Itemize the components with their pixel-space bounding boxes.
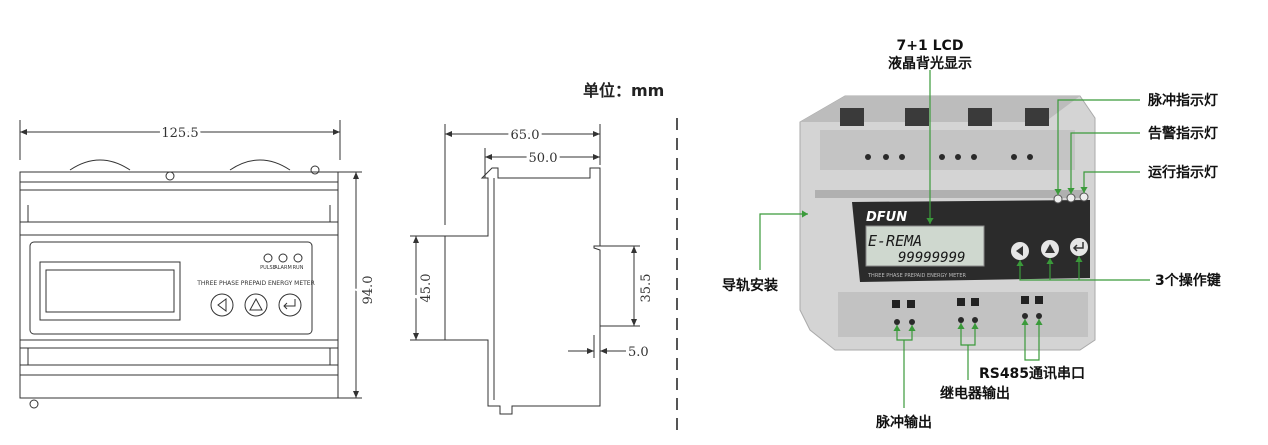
callout-rs485: RS485通讯串口 (979, 365, 1085, 382)
depth-inner-label: 50.0 (529, 151, 558, 166)
callout-keys-line-left (1016, 260, 1150, 281)
photo-key-enter (1070, 238, 1088, 256)
meter-top (800, 96, 1080, 122)
offset-label: 5.0 (628, 345, 649, 360)
callout-rs485-line (1021, 319, 1043, 361)
front-led-run (293, 253, 303, 263)
side-profile (444, 167, 601, 415)
photo-led-run (1079, 192, 1089, 202)
front-body (19, 171, 339, 399)
callout-pulse-out: 脉冲输出 (875, 414, 932, 431)
lcd-line2: 99999999 (898, 250, 965, 266)
upper-terminal-holes (865, 154, 1033, 160)
callout-lcd-title: 7+1 LCD (897, 38, 964, 54)
front-meter-caption: THREE PHASE PREPAID ENERGY METER (196, 280, 315, 287)
top-screw-right (310, 165, 320, 175)
front-lcd-window (39, 261, 181, 321)
photo-caption: THREE PHASE PREPAID ENERGY METER (867, 273, 966, 279)
top-screw-left (165, 171, 175, 181)
height-dim-label: 94.0 (361, 276, 376, 305)
meter-photo: E-REMA 99999999 DFUN THREE PHASE PREPAID… (799, 95, 1096, 351)
front-led-alarm-label: ALARM (274, 265, 292, 271)
callout-pulse-led-line (1054, 99, 1140, 195)
callout-lcd-subtitle: 液晶背光显示 (888, 55, 972, 72)
front-key-up (244, 293, 268, 317)
lcd-line1: E-REMA (868, 232, 922, 250)
photo-led-pulse (1053, 194, 1063, 204)
unit-label: 单位：mm (583, 81, 664, 100)
width-dim-label: 125.5 (161, 126, 198, 141)
front-view (19, 120, 362, 409)
front-led-pulse-label: PULSE (260, 265, 276, 271)
lcd-screen (865, 225, 985, 267)
callout-pulse-led: 脉冲指示灯 (1147, 92, 1218, 109)
front-key-left (210, 293, 234, 317)
callout-lines (759, 70, 1150, 408)
front-led-pulse (263, 253, 273, 263)
callout-keys: 3个操作键 (1155, 272, 1222, 289)
rail-height-label: 45.0 (419, 274, 434, 303)
callout-run-led-line (1080, 171, 1140, 193)
callout-run-led: 运行指示灯 (1148, 164, 1218, 181)
side-view (410, 124, 640, 415)
front-led-run-label: RUN (293, 265, 304, 271)
callout-rail-line (759, 210, 808, 270)
front-panel (29, 241, 313, 335)
photo-led-alarm (1066, 193, 1076, 203)
meter-upper-terminals (820, 130, 1075, 170)
callout-relay: 继电器输出 (940, 385, 1010, 402)
brand-logo: DFUN (866, 210, 907, 225)
depth-outer-label: 65.0 (511, 128, 540, 143)
lower-height-label: 35.5 (639, 274, 654, 303)
front-key-enter (278, 293, 302, 317)
callout-din-rail: 导轨安装 (722, 277, 779, 294)
lower-terminal-holes (894, 313, 1042, 325)
top-bump-right (229, 159, 291, 171)
front-led-alarm (278, 253, 288, 263)
top-bump-left (69, 159, 131, 171)
bottom-screw (29, 399, 39, 409)
front-lcd-inner (45, 269, 175, 313)
callout-alarm-led: 告警指示灯 (1148, 125, 1218, 142)
callout-alarm-led-line (1067, 132, 1140, 194)
